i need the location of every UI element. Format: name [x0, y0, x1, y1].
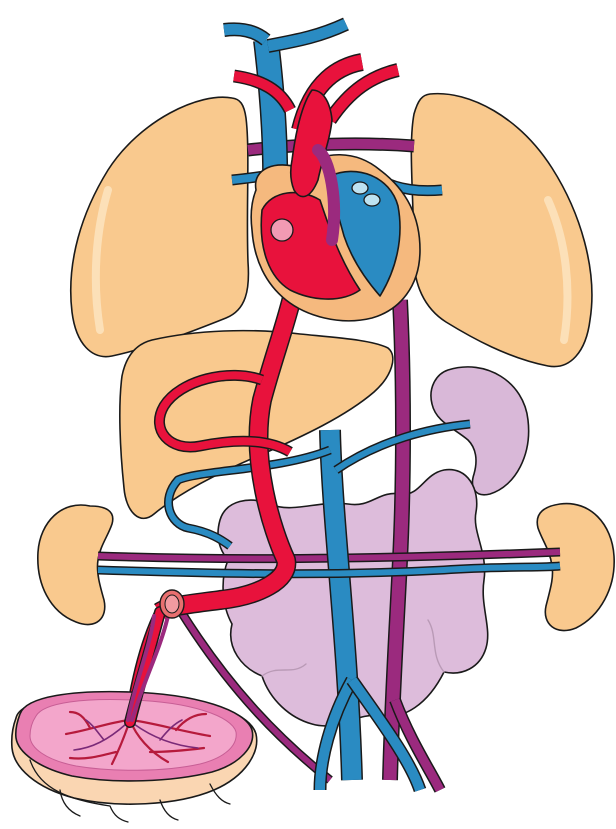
right-lung [71, 97, 249, 356]
right-kidney [38, 505, 113, 625]
left-lung [411, 94, 592, 367]
